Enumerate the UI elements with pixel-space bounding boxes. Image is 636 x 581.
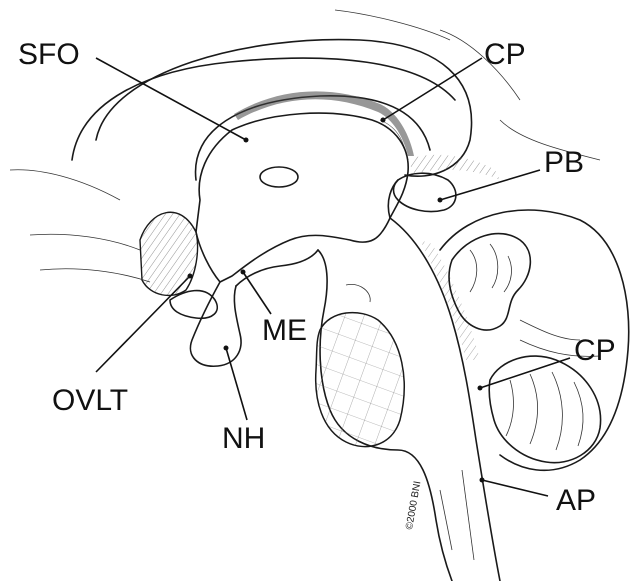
copyright-mark: ©2000 BNI [404,480,423,530]
third-ventricle [196,113,408,282]
sfo-dot [244,138,249,143]
cp-top-leader [383,58,482,120]
label-cp-bottom: CP [574,334,616,367]
cp-top-dot [381,118,386,123]
ap-leader [482,480,548,496]
me-dot [241,270,246,275]
nh-leader [226,348,247,420]
pb-dot [438,198,443,203]
interthalamic-adhesion [260,167,298,187]
label-sfo: SFO [18,38,80,71]
ovlt-dot [188,274,193,279]
label-ovlt: OVLT [52,384,128,417]
label-cp-top: CP [484,38,526,71]
label-nh: NH [222,422,265,455]
cp-bottom-dot [478,386,483,391]
label-pb: PB [544,146,584,179]
ap-dot [480,478,485,483]
ovlt-leader [96,276,190,372]
nh-dot [224,346,229,351]
me-leader [243,272,271,314]
label-me: ME [262,314,307,347]
lamina-terminalis-region [140,212,217,318]
label-ap: AP [556,484,596,517]
